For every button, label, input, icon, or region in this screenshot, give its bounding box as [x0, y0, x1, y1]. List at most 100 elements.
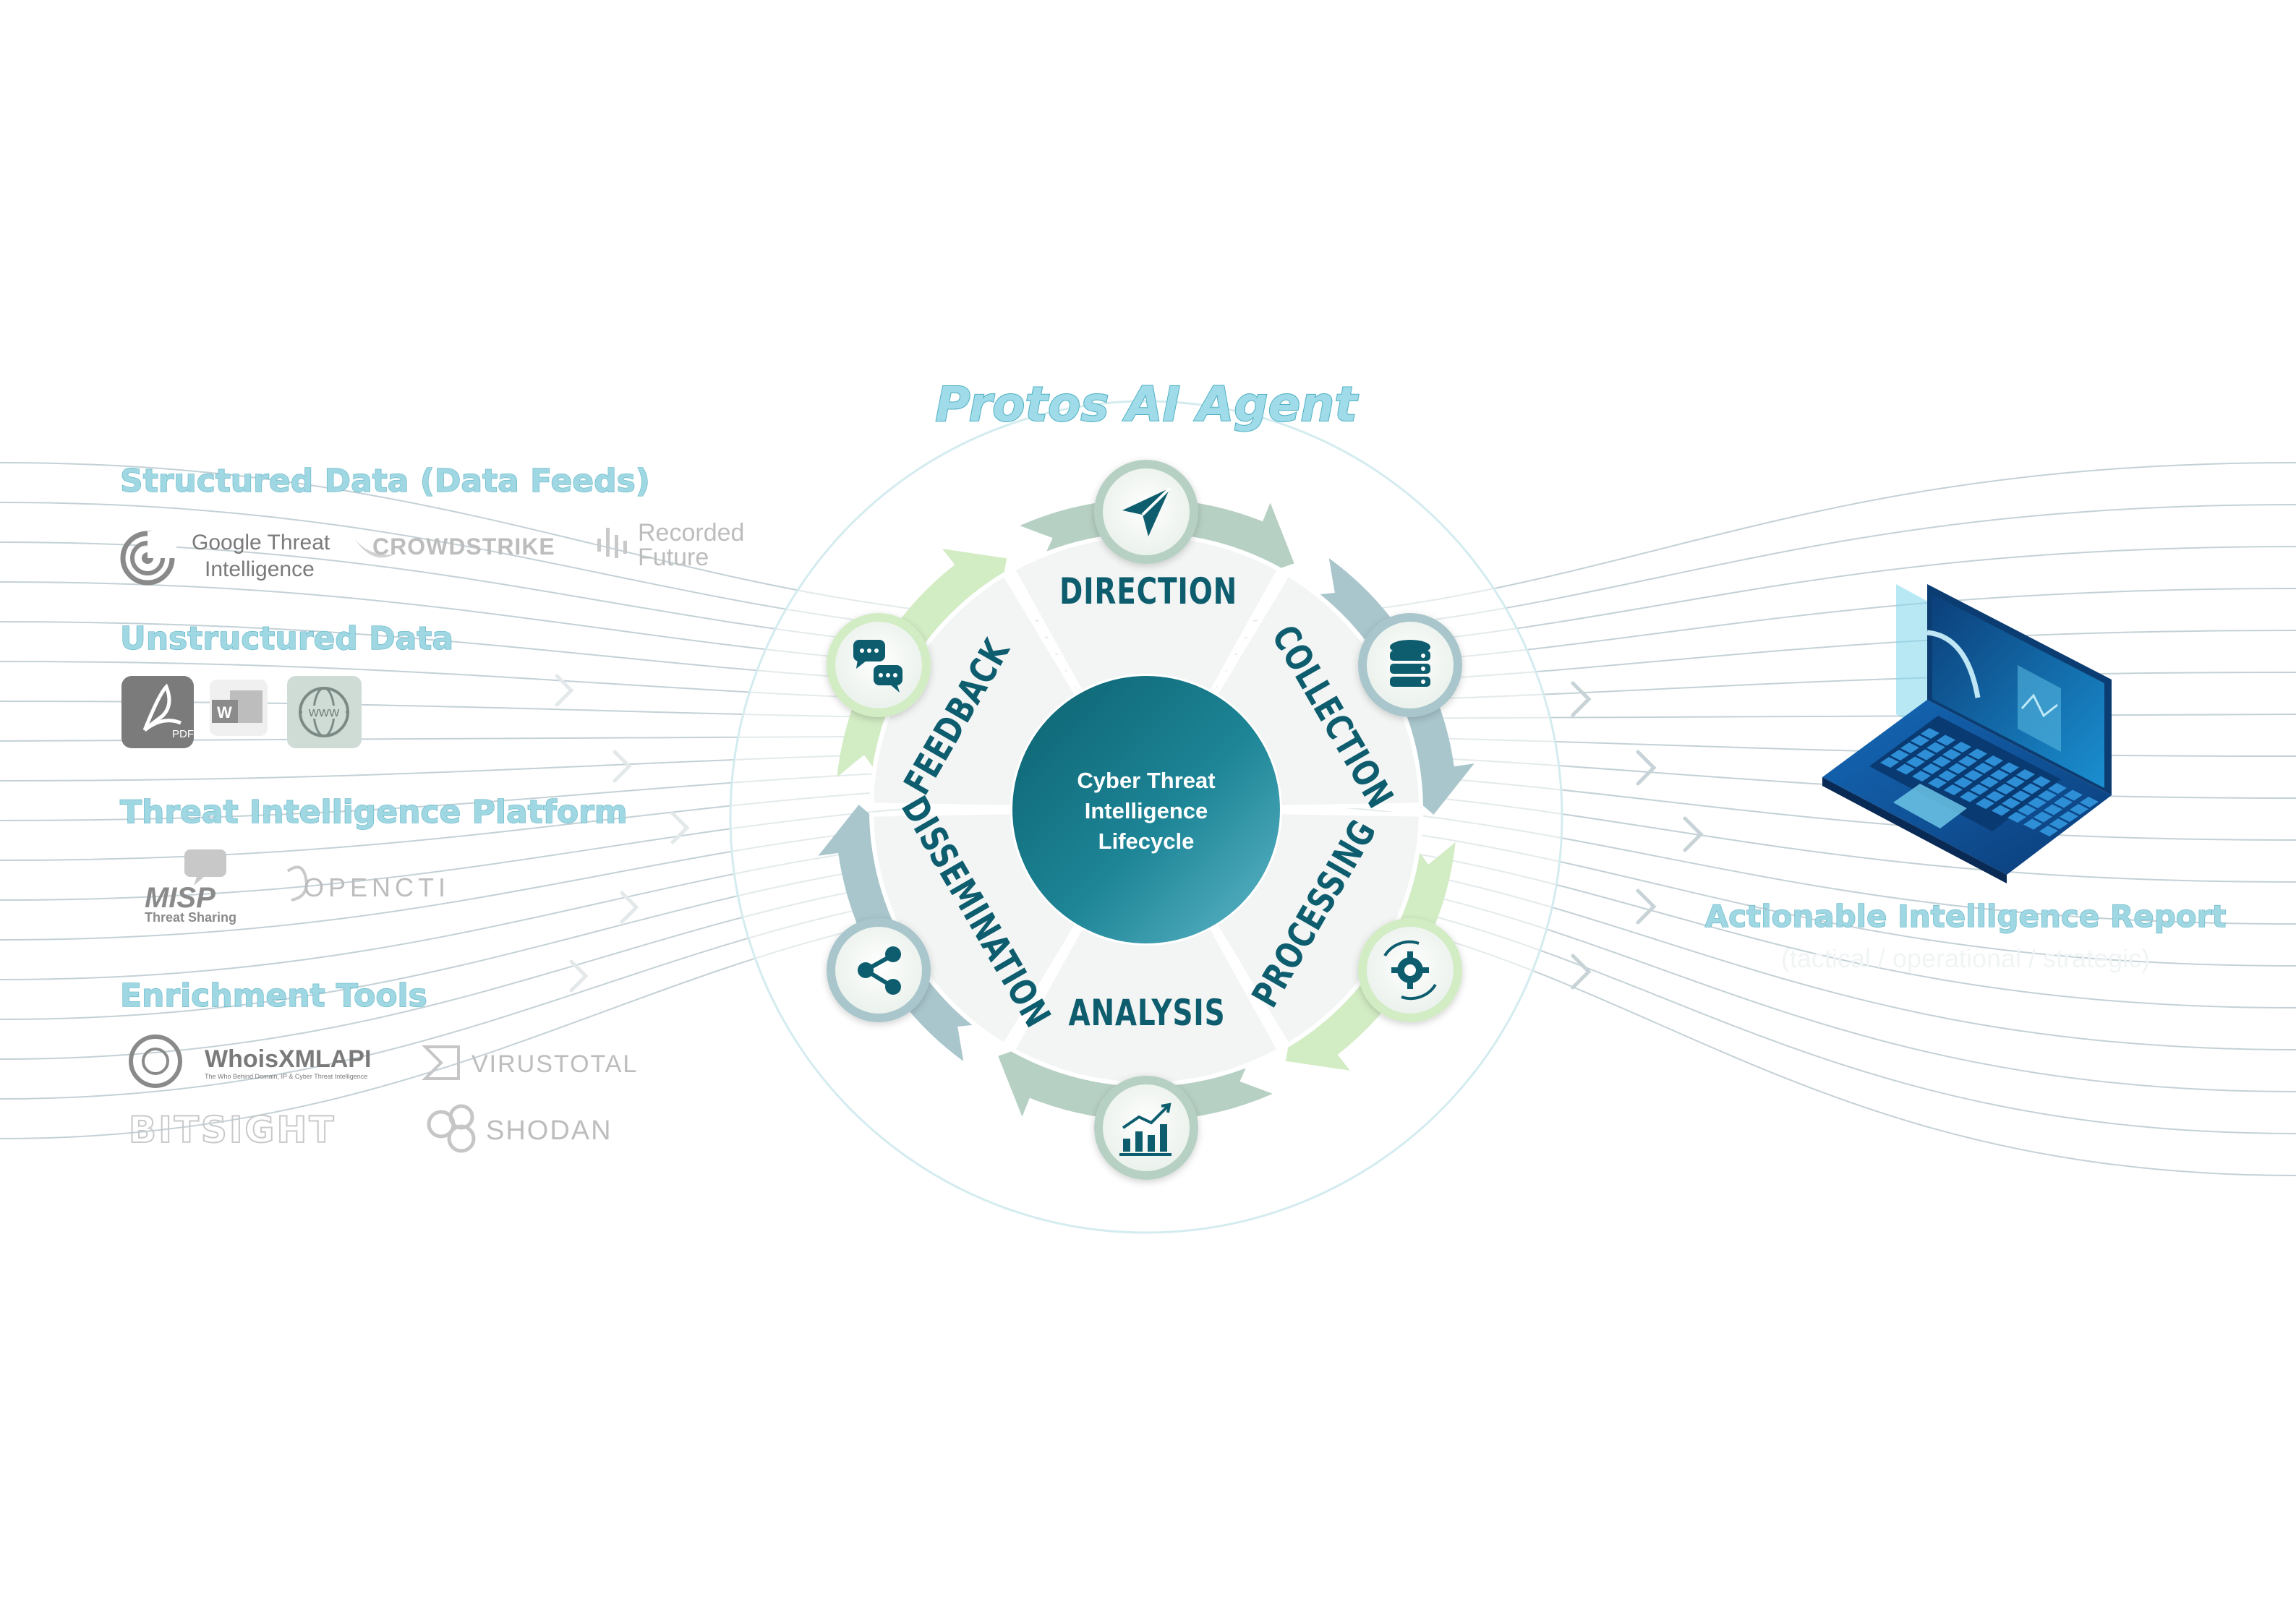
unstructured-data-title: Unstructured Data [120, 620, 453, 657]
keyboard-key [1937, 735, 1955, 746]
keyboard-key [1992, 805, 2010, 816]
enrichment-group: Enrichment Tools WhoisXMLAPI The Who Beh… [119, 977, 638, 1153]
keyboard-key [1938, 770, 1957, 781]
tip-title: Threat Intelligence Platform [120, 794, 628, 831]
keyboard-key [2028, 797, 2047, 808]
keyboard-key [2000, 762, 2019, 774]
icon-direction [1094, 460, 1198, 564]
stage-label-direction: DIRECTION [1059, 570, 1237, 612]
keyboard-key [1984, 755, 2003, 766]
icon-dissemination [827, 918, 931, 1022]
keyboard-key [1948, 763, 1967, 774]
laptop-keyboard [1880, 728, 2099, 836]
icon-collection [1358, 613, 1462, 717]
opencti-text: OPENCTI [304, 873, 450, 902]
pdf-label: PDF [172, 728, 194, 740]
keyboard-key [1900, 742, 1919, 753]
keyboard-key [1986, 791, 2005, 802]
keyboard-key [2080, 797, 2099, 808]
core-line-1: Cyber Threat [1077, 768, 1215, 793]
keyboard-key [2002, 797, 2020, 809]
virustotal-text: VIRUSTOTAL [471, 1050, 638, 1078]
www-label: WWW [309, 707, 340, 719]
keyboard-key [1964, 770, 1983, 781]
keyboard-key [1942, 749, 1961, 760]
output-title: Actionable Intelligence Report [1705, 899, 2227, 934]
output-subtitle: (tactical / operational / strategic) [1781, 943, 2150, 973]
keyboard-key [2038, 790, 2057, 801]
keyboard-key [1960, 791, 1979, 802]
keyboard-key [1976, 798, 1994, 809]
misp-text: MISP [145, 882, 215, 914]
keyboard-key [1921, 728, 1939, 739]
keyboard-key [2007, 812, 2026, 823]
tip-group: Threat Intelligence Platform MISP Threat… [119, 793, 628, 925]
core-line-2: Intelligence [1085, 798, 1208, 823]
shodan-text: SHODAN [486, 1115, 613, 1146]
keyboard-key [2039, 826, 2058, 836]
keyboard-key [1990, 769, 2009, 781]
right-chevrons [1571, 681, 1704, 990]
keyboard-key [2022, 783, 2041, 795]
gti-line-1: Google Threat [192, 531, 330, 554]
word-icon: W [210, 680, 268, 736]
keyboard-key [2054, 797, 2073, 808]
stage-label-analysis: ANALYSIS [1069, 991, 1226, 1034]
keyboard-key [1980, 776, 1999, 788]
crowdstrike-text: CROWDSTRIKE [372, 534, 555, 560]
whoisxml-text: WhoisXMLAPI [205, 1045, 371, 1073]
keyboard-key [2060, 811, 2078, 822]
keyboard-key [1932, 756, 1951, 767]
agent-title: Protos AI Agent [935, 377, 1359, 432]
keyboard-key [1890, 750, 1909, 761]
keyboard-key [1954, 777, 1973, 788]
keyboard-key [1970, 784, 1989, 795]
inner-segments [869, 532, 1423, 1087]
enrichment-title: Enrichment Tools [120, 977, 427, 1014]
icon-analysis [1094, 1076, 1198, 1180]
keyboard-key [1928, 777, 1947, 789]
globe-icon: WWW [287, 676, 362, 748]
keyboard-key [2023, 818, 2042, 830]
crowdstrike-logo: CROWDSTRIKE [354, 534, 555, 560]
rf-line-1: Recorded [638, 519, 744, 547]
keyboard-key [2016, 769, 2035, 780]
virustotal-logo: VIRUSTOTAL [422, 1045, 638, 1080]
shodan-logo: SHODAN [427, 1104, 613, 1153]
opencti-logo: OPENCTI [286, 865, 450, 902]
keyboard-key [1906, 756, 1925, 768]
keyboard-key [2070, 804, 2088, 815]
lifecycle-core [1012, 676, 1280, 943]
whoisxml-sub: The Who Behind Domain, IP & Cyber Threat… [205, 1073, 367, 1080]
keyboard-key [1896, 763, 1915, 775]
misp-sub: Threat Sharing [145, 910, 236, 925]
icon-processing [1358, 918, 1462, 1022]
structured-data-group: Structured Data (Data Feeds) Google Thre… [119, 462, 744, 586]
keyboard-key [2018, 805, 2036, 815]
keyboard-key [2006, 776, 2025, 787]
gti-line-2: Intelligence [205, 557, 315, 581]
icon-feedback [827, 613, 931, 717]
rf-line-2: Future [638, 544, 709, 571]
whoisxml-logo: WhoisXMLAPI The Who Behind Domain, IP & … [129, 1035, 371, 1088]
core-line-3: Lifecycle [1098, 828, 1195, 854]
google-threat-intel-logo: Google Threat Intelligence [120, 531, 330, 586]
keyboard-key [2064, 789, 2083, 801]
keyboard-key [1922, 763, 1941, 774]
left-chevrons [555, 674, 690, 993]
pdf-icon: PDF [121, 676, 194, 748]
bitsight-text: BITSIGHT [129, 1109, 336, 1151]
keyboard-key [2049, 818, 2068, 829]
keyboard-key [2044, 804, 2062, 815]
keyboard-key [1944, 784, 1963, 795]
keyboard-key [1912, 771, 1931, 781]
keyboard-key [1996, 784, 2015, 795]
unstructured-data-group: Unstructured Data PDF W WWW [119, 620, 454, 748]
misp-logo: MISP Threat Sharing [145, 849, 236, 925]
keyboard-key [1916, 749, 1935, 761]
laptop-illustration [1822, 584, 2112, 883]
keyboard-key [1880, 757, 1899, 768]
keyboard-key [2048, 783, 2067, 794]
keyboard-key [1926, 742, 1945, 753]
